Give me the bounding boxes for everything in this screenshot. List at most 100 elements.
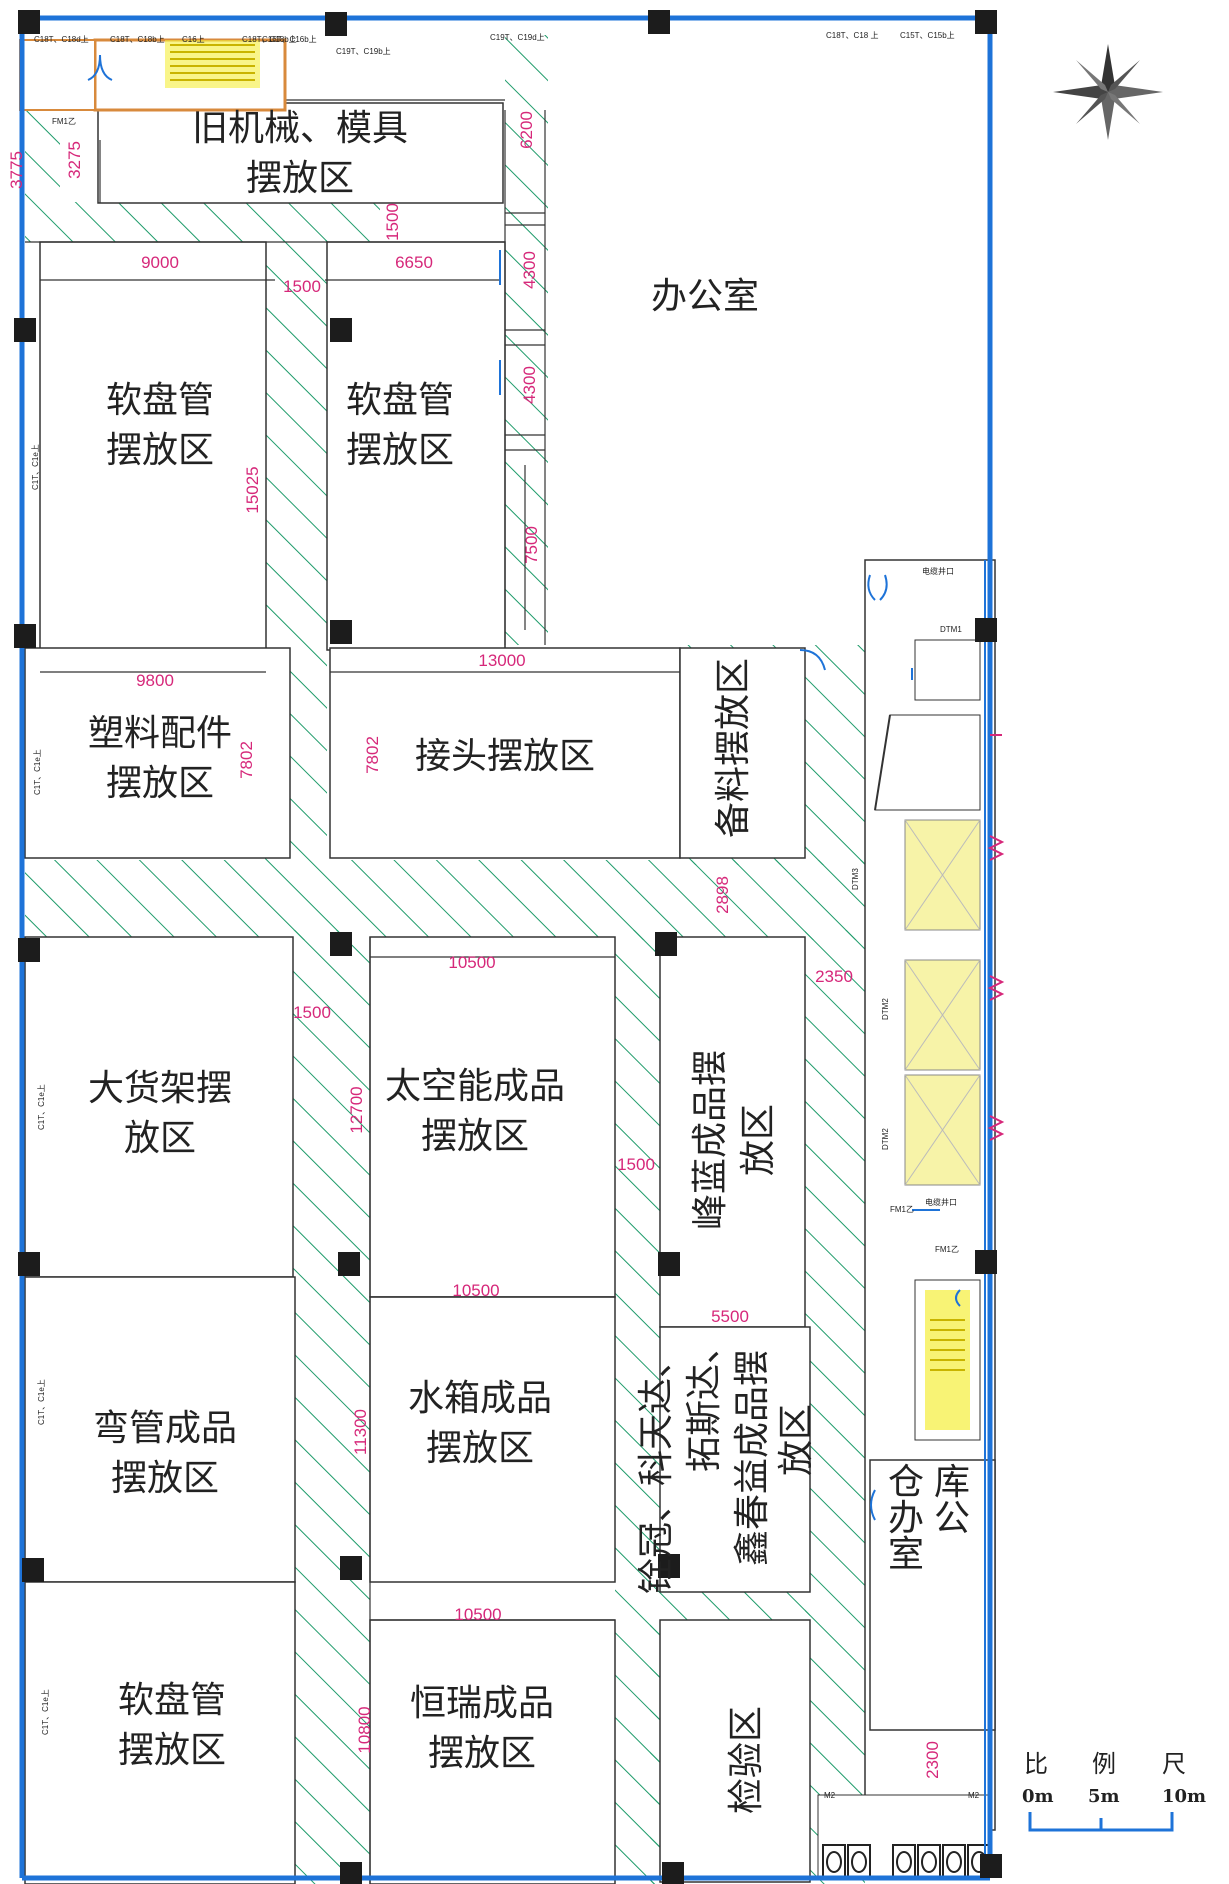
zone-soft-pipe-1-l2: 摆放区 [106,430,214,471]
zone-hengrui-l2: 摆放区 [428,1733,536,1774]
dim-10500-b: 10500 [452,1281,499,1300]
code-shaft1: 电缆井口 [922,566,954,576]
code-shaft2: 电缆井口 [925,1197,957,1207]
scale-bar: 比 例 尺 0m 5m 10m [1022,1750,1206,1832]
zone-labels: 旧机械、模具 摆放区 软盘管 摆放区 软盘管 摆放区 办公室 塑料配件 摆放区 … [88,108,970,1814]
zone-soft-pipe-3-l2: 摆放区 [118,1730,226,1771]
toilet-fixtures [822,1844,991,1878]
code-c4: C16T、C16b上 [262,35,317,44]
scale-label-2: 例 [1092,1750,1116,1778]
code-fm1: FM1乙 [52,117,76,126]
zone-plastic-l1: 塑料配件 [88,713,232,754]
dim-1500-a: 1500 [283,277,321,296]
zone-fenglan-l2: 放区 [738,1104,779,1176]
structural-columns [14,10,1002,1884]
top-left-stair [19,38,287,112]
code-dtm1: DTM1 [940,625,962,634]
zone-elbow-l2: 摆放区 [111,1458,219,1499]
window-marks [987,734,1005,1141]
zone-plastic-l2: 摆放区 [106,763,214,804]
dim-9000: 9000 [141,253,179,272]
dim-11300: 11300 [351,1409,370,1455]
scale-tick-5: 5m [1088,1786,1120,1807]
zone-elbow-l1: 弯管成品 [93,1408,237,1449]
zone-multi-brand-l1: 铨冠、科天达、 [636,1342,677,1594]
code-c7: C18T、C18 上 [826,31,878,40]
dim-15025: 15025 [243,466,262,513]
compass-icon [1053,44,1163,140]
dim-10800: 10800 [355,1706,374,1753]
office-label: 办公室 [651,276,759,317]
aisle-hatching [25,35,885,1884]
code-c5: C19T、C19b上 [336,47,391,56]
dim-3275: 3275 [65,141,84,179]
zone-large-rack-l2: 放区 [124,1118,196,1159]
code-w1: C1T、C1e上 [31,444,40,490]
dim-7802-b: 7802 [363,736,382,774]
code-c8: C15T、C15b上 [900,31,955,40]
dim-7500: 7500 [522,526,541,564]
dim-4300-a: 4300 [520,251,539,289]
zone-old-machinery-l2: 摆放区 [246,158,354,199]
code-m2a: M2 [824,1791,836,1800]
dim-3775: 3775 [7,151,26,189]
scale-tick-0: 0m [1022,1786,1054,1807]
code-c1: C18T、C18d上 [34,35,89,44]
code-fm2: FM1乙 [935,1245,959,1254]
zone-prep: 备料摆放区 [713,658,754,838]
code-dtm3: DTM2 [881,1128,890,1150]
code-w2: C1T、C1e上 [33,749,42,795]
code-dtm2: DTM2 [881,998,890,1020]
zone-solar-l2: 摆放区 [421,1116,529,1157]
dim-1500-c: 1500 [293,1003,331,1022]
zone-boxes [24,102,811,1884]
zone-hengrui-l1: 恒瑞成品 [410,1683,554,1724]
zone-large-rack-l1: 大货架摆 [88,1068,232,1109]
code-dtm4: DTM3 [851,868,860,890]
zone-joint: 接头摆放区 [415,736,595,777]
code-c2: C18T、C18b上 [110,35,165,44]
scale-tick-10: 10m [1162,1786,1206,1807]
code-c9: C18T、C18b上 [242,35,297,44]
zone-water-tank-l2: 摆放区 [426,1428,534,1469]
zone-fenglan-l1: 峰蓝成品摆 [690,1050,731,1230]
warehouse-office-c3: 办 [888,1498,924,1539]
code-fm3: FM1乙 [890,1205,914,1214]
code-c3: C16上 [182,35,205,44]
dim-9800: 9800 [136,671,174,690]
dim-6650: 6650 [395,253,433,272]
warehouse-office-c1: 仓 [888,1462,924,1503]
code-w3: C1T、C1e上 [37,1084,46,1130]
dim-2898: 2898 [713,876,732,914]
dim-7802-a: 7802 [237,741,256,779]
zone-multi-brand-l4: 放区 [776,1404,817,1476]
zone-solar-l1: 太空能成品 [385,1066,565,1107]
warehouse-office-c2: 库 [934,1462,970,1503]
dim-13000: 13000 [478,651,525,670]
dim-10500-a: 10500 [448,953,495,972]
zone-old-machinery-l1: 旧机械、模具 [192,108,408,149]
zone-soft-pipe-2-l1: 软盘管 [346,380,454,421]
dim-6200: 6200 [517,111,536,149]
zone-soft-pipe-2-l2: 摆放区 [346,430,454,471]
zone-soft-pipe-1-l1: 软盘管 [106,380,214,421]
dim-5500: 5500 [711,1307,749,1326]
zone-inspection: 检验区 [726,1706,767,1814]
code-m2b: M2 [968,1791,980,1800]
zone-multi-brand-l3: 鑫春益成品摆 [732,1350,773,1566]
dim-4300-b: 4300 [520,366,539,404]
service-core [817,559,996,1881]
dimension-labels: 9000 6650 1500 1500 6200 3275 3775 4300 … [7,111,942,1779]
code-w4: C1T、C1e上 [37,1379,46,1425]
scale-label-1: 比 [1024,1750,1048,1778]
code-w5: C1T、C1e上 [41,1689,50,1735]
dim-12700: 12700 [347,1086,366,1133]
dim-1500-d: 1500 [617,1155,655,1174]
warehouse-office-c4: 公 [934,1498,970,1539]
doors [87,54,961,1521]
zone-water-tank-l1: 水箱成品 [408,1378,552,1419]
scale-label-3: 尺 [1162,1750,1186,1778]
dim-10500-c: 10500 [454,1605,501,1624]
zone-soft-pipe-3-l1: 软盘管 [118,1680,226,1721]
